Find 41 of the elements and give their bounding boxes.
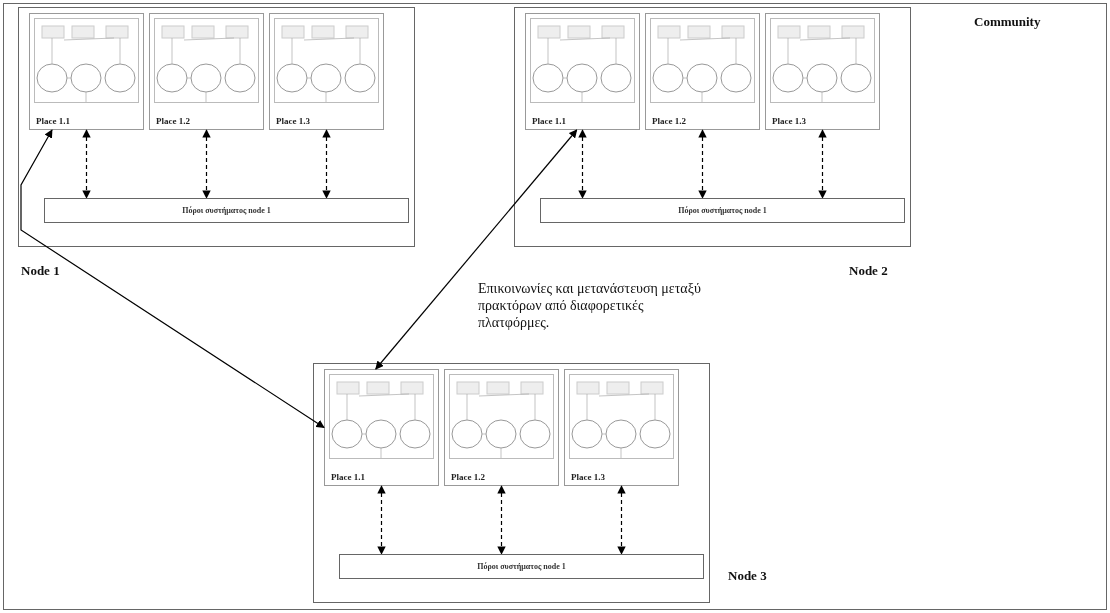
place-label: Place 1.1 xyxy=(36,116,70,126)
dashed-arrow xyxy=(377,485,386,555)
place-label: Place 1.1 xyxy=(331,472,365,482)
dashed-arrow xyxy=(617,485,626,555)
resources-label: Πόροι συστήματος node 1 xyxy=(477,562,566,571)
arrow xyxy=(375,129,578,370)
place-label: Place 1.3 xyxy=(772,116,806,126)
place-label: Place 1.2 xyxy=(451,472,485,482)
place-box xyxy=(444,369,559,486)
place-box xyxy=(765,13,880,130)
place-box xyxy=(645,13,760,130)
dashed-arrow xyxy=(202,129,211,199)
community-label: Community xyxy=(974,14,1041,30)
place-box xyxy=(149,13,264,130)
place-label: Place 1.1 xyxy=(532,116,566,126)
annotation-text: Επικοινωνίες και μετανάστευση μεταξύ πρακτόρων από διαφορετικές πλατφόρμες. xyxy=(478,280,702,331)
dashed-arrow xyxy=(497,485,506,555)
place-label: Place 1.2 xyxy=(652,116,686,126)
place-box xyxy=(269,13,384,130)
resources-bar xyxy=(339,554,704,579)
place-label: Place 1.3 xyxy=(571,472,605,482)
dashed-arrow xyxy=(82,129,91,199)
place-box xyxy=(564,369,679,486)
node-label: Node 3 xyxy=(728,568,767,584)
node-label: Node 1 xyxy=(21,263,60,279)
community-frame xyxy=(3,3,1107,610)
dashed-arrow xyxy=(578,129,587,199)
dashed-arrow xyxy=(698,129,707,199)
place-box xyxy=(525,13,640,130)
dashed-arrow xyxy=(818,129,827,199)
place-box xyxy=(324,369,439,486)
resources-label: Πόροι συστήματος node 1 xyxy=(182,206,271,215)
dashed-arrow xyxy=(322,129,331,199)
node-label: Node 2 xyxy=(849,263,888,279)
resources-bar xyxy=(540,198,905,223)
place-box xyxy=(29,13,144,130)
place-label: Place 1.3 xyxy=(276,116,310,126)
arrow xyxy=(20,129,325,429)
resources-label: Πόροι συστήματος node 1 xyxy=(678,206,767,215)
resources-bar xyxy=(44,198,409,223)
place-label: Place 1.2 xyxy=(156,116,190,126)
